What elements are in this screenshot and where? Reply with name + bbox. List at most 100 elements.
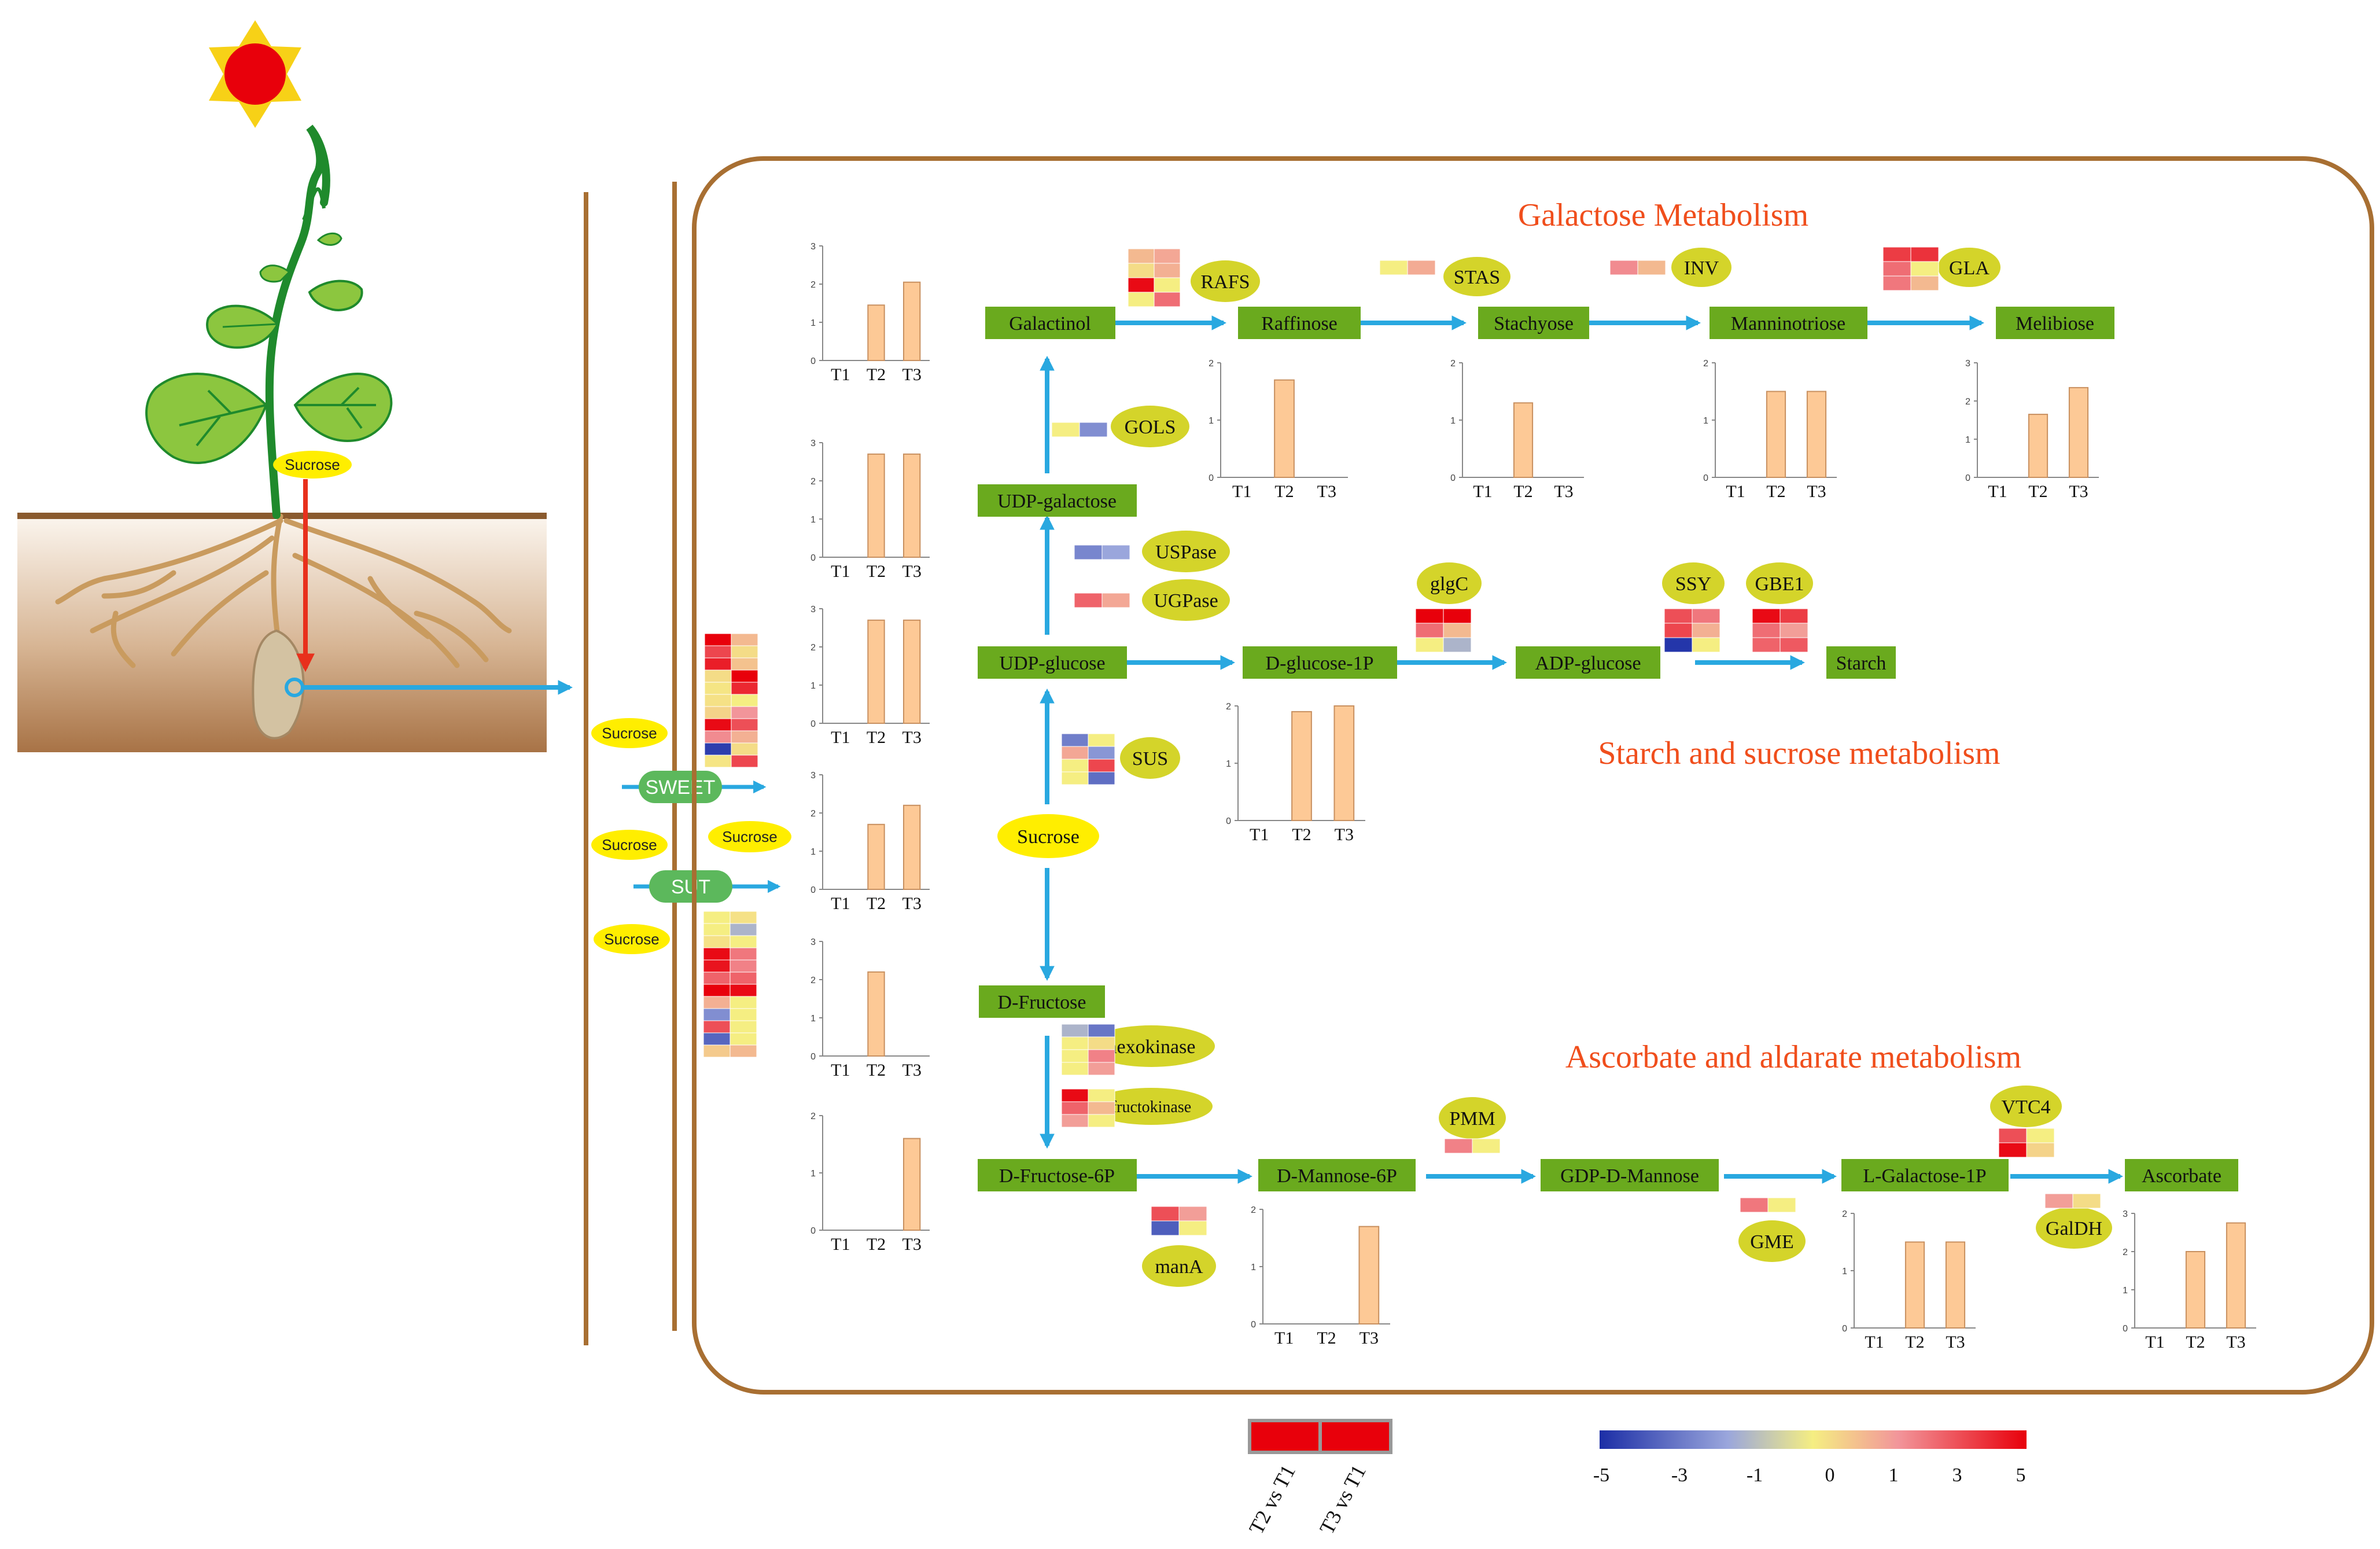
heatmap-cell bbox=[1128, 277, 1155, 293]
x-tick-label: T3 bbox=[1946, 1333, 1965, 1352]
x-tick-label: T3 bbox=[1554, 482, 1573, 501]
heatmap-cell bbox=[1692, 608, 1720, 624]
svg-text:SUS: SUS bbox=[1132, 748, 1168, 770]
enzyme-sus: SUS bbox=[1120, 737, 1180, 779]
heatmap-cell bbox=[1088, 1062, 1115, 1076]
heatmap-cell bbox=[1443, 637, 1472, 653]
heatmap-cell bbox=[1128, 248, 1155, 264]
bar-T3 bbox=[1945, 1241, 1966, 1329]
comparison-box-t3 bbox=[1318, 1419, 1392, 1454]
x-tick-label: T1 bbox=[831, 1235, 850, 1254]
bar-T3 bbox=[902, 281, 921, 362]
svg-text:L-Galactose-1P: L-Galactose-1P bbox=[1863, 1165, 1986, 1187]
metabolite-d-fructose: D-Fructose bbox=[979, 985, 1105, 1018]
y-tick-label: 0 bbox=[810, 1052, 816, 1062]
enzyme-pmm: PMM bbox=[1439, 1097, 1506, 1139]
x-tick-label: T1 bbox=[831, 894, 850, 913]
metabolite-galactinol: Galactinol bbox=[985, 307, 1115, 339]
bar-T2 bbox=[1513, 402, 1534, 478]
heatmap-cell bbox=[1692, 637, 1720, 653]
heatmap-cell bbox=[703, 996, 731, 1009]
svg-text:GDP-D-Mannose: GDP-D-Mannose bbox=[1560, 1165, 1699, 1187]
metabolite-d-fructose-6p: D-Fructose-6P bbox=[978, 1159, 1137, 1191]
heatmap-cell bbox=[703, 1008, 731, 1021]
svg-text:Stachyose: Stachyose bbox=[1494, 313, 1574, 334]
heatmap-inv bbox=[1609, 260, 1666, 275]
metabolite-melibiose: Melibiose bbox=[1996, 307, 2114, 339]
metabolite-gdp-d-mannose: GDP-D-Mannose bbox=[1541, 1159, 1719, 1191]
y-tick-label: 2 bbox=[810, 976, 816, 985]
y-tick-label: 2 bbox=[1450, 359, 1456, 369]
plant-illustration: Sucrose bbox=[17, 124, 573, 752]
enzyme-fructokinase: fructokinase bbox=[1090, 1088, 1213, 1125]
bar-T3 bbox=[902, 1138, 921, 1231]
heatmap-cell bbox=[704, 694, 732, 707]
heatmap-cell bbox=[1415, 623, 1444, 638]
enzyme-gla: GLA bbox=[1938, 248, 2000, 287]
heatmap-cell bbox=[1998, 1142, 2027, 1158]
heatmap-cell bbox=[703, 1020, 731, 1033]
heatmap-cell bbox=[703, 935, 731, 948]
heatmap-cell bbox=[730, 923, 757, 936]
y-tick-label: 3 bbox=[1965, 359, 1970, 369]
x-tick-label: T3 bbox=[1360, 1329, 1379, 1348]
sweet-transporter bbox=[639, 771, 722, 803]
svg-text:Raffinose: Raffinose bbox=[1261, 313, 1338, 334]
y-tick-label: 1 bbox=[810, 515, 816, 525]
svg-text:UGPase: UGPase bbox=[1154, 590, 1218, 612]
metabolite-starch: Starch bbox=[1826, 646, 1896, 679]
heatmap-cell bbox=[1472, 1138, 1501, 1154]
heatmap-cell bbox=[1088, 733, 1115, 747]
x-tick-label: T2 bbox=[2028, 482, 2047, 501]
heatmap-cell bbox=[703, 984, 731, 997]
bar-T2 bbox=[867, 971, 885, 1057]
x-tick-label: T2 bbox=[867, 894, 886, 913]
svg-text:GME: GME bbox=[1750, 1231, 1794, 1253]
enzyme-gbe1: GBE1 bbox=[1746, 562, 1813, 604]
heatmap-uspase bbox=[1074, 544, 1130, 560]
y-tick-label: 3 bbox=[810, 605, 816, 615]
heatmap-cell bbox=[704, 669, 732, 683]
heatmap-cell bbox=[1088, 759, 1115, 772]
x-tick-label: T2 bbox=[1292, 825, 1311, 844]
x-tick-label: T2 bbox=[867, 562, 886, 581]
pathway-arrows bbox=[1040, 315, 2124, 1184]
heatmap-cell bbox=[1752, 608, 1781, 624]
heatmap-cell bbox=[1128, 263, 1155, 278]
svg-text:INV: INV bbox=[1684, 257, 1719, 279]
bar-T3 bbox=[1358, 1226, 1380, 1324]
bar-T3 bbox=[1806, 391, 1827, 478]
heatmap-cell bbox=[1154, 248, 1181, 264]
y-tick-label: 1 bbox=[1965, 435, 1970, 445]
comparison-label-t3: T3 vs T1 bbox=[1315, 1461, 1370, 1538]
heatmap-cell bbox=[704, 682, 732, 695]
heatmap-cell bbox=[1780, 608, 1808, 624]
heatmap-cell bbox=[1061, 1036, 1089, 1050]
x-tick-label: T1 bbox=[1726, 482, 1745, 501]
heatmap-cell bbox=[1061, 771, 1089, 785]
x-tick-label: T2 bbox=[1905, 1333, 1924, 1352]
svg-text:fructokinase: fructokinase bbox=[1111, 1098, 1191, 1116]
y-tick-label: 1 bbox=[1251, 1263, 1256, 1272]
heatmap-cell bbox=[704, 645, 732, 658]
y-tick-label: 1 bbox=[810, 681, 816, 691]
bar-T2 bbox=[867, 304, 885, 361]
heatmap-cell bbox=[1061, 759, 1089, 772]
svg-text:D-Mannose-6P: D-Mannose-6P bbox=[1277, 1165, 1397, 1187]
transport-sucrose-label: Sucrose bbox=[602, 836, 657, 853]
heatmap-cell bbox=[1664, 608, 1693, 624]
x-tick-label: T1 bbox=[831, 1061, 850, 1080]
svg-text:GLA: GLA bbox=[1949, 257, 1990, 279]
heatmap-cell bbox=[1079, 422, 1108, 437]
heatmap-cell bbox=[1692, 623, 1720, 638]
heatmap-cell bbox=[1088, 1036, 1115, 1050]
heatmap-cell bbox=[1998, 1128, 2027, 1143]
svg-text:VTC4: VTC4 bbox=[2002, 1097, 2051, 1118]
cell-frame bbox=[692, 156, 2374, 1395]
